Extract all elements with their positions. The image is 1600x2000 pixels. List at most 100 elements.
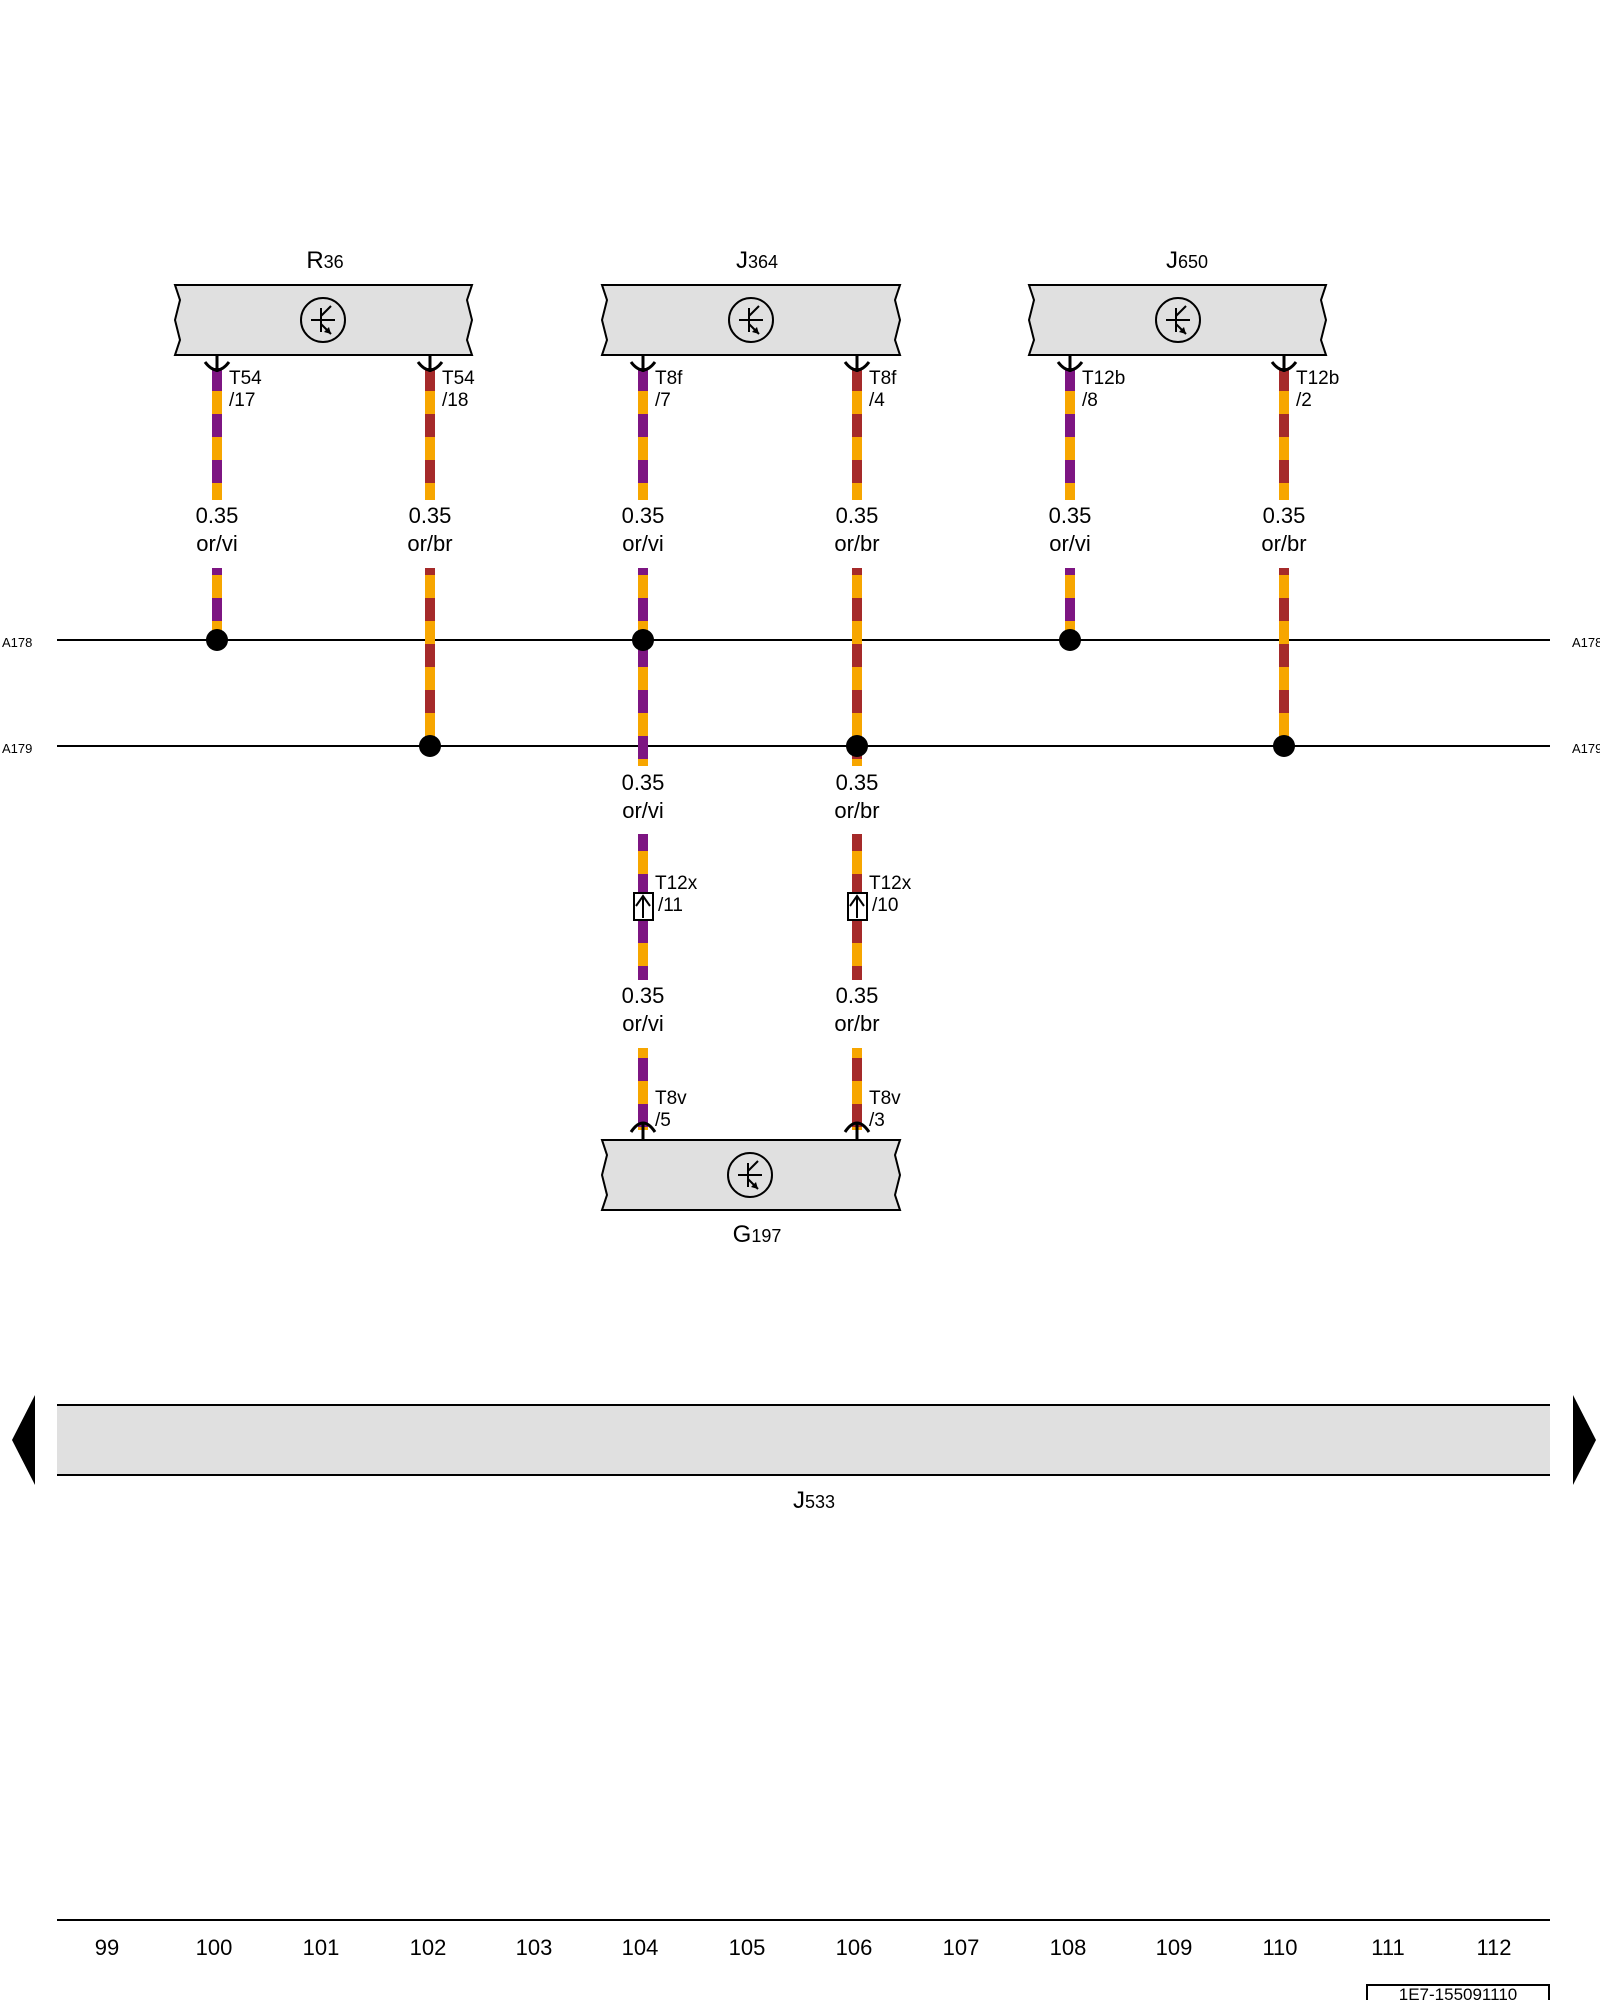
wire-label: 0.35 or/br <box>1261 503 1306 556</box>
control-unit-transistor-icon <box>728 297 774 343</box>
grid-number: 112 <box>1476 1935 1511 1960</box>
svg-text:0.35: 0.35 <box>836 503 879 528</box>
junction-dots <box>206 629 1295 757</box>
svg-text:or/vi: or/vi <box>196 531 238 556</box>
svg-text:or/vi: or/vi <box>622 531 664 556</box>
svg-text:or/vi: or/vi <box>1049 531 1091 556</box>
continue-right-icon <box>1573 1395 1596 1485</box>
pin-label: T8f/7 <box>655 368 683 411</box>
wire-segment-j364-4-bus <box>852 568 862 766</box>
junction-dot <box>206 629 228 651</box>
pin-connector-icons <box>203 356 1298 1140</box>
component-j650: J650 <box>1027 247 1328 356</box>
socket-icon <box>629 1121 657 1133</box>
grid-number: 111 <box>1371 1935 1404 1960</box>
svg-text:or/br: or/br <box>407 531 452 556</box>
pin-label: T54/18 <box>442 368 475 411</box>
grid-number: 99 <box>95 1935 119 1960</box>
component-label: J364 <box>736 247 778 274</box>
svg-text:0.35: 0.35 <box>622 503 665 528</box>
wire-segment-r36-18-bus <box>425 568 435 746</box>
socket-icon <box>843 1121 871 1133</box>
wire-label: 0.35 or/vi <box>622 503 665 556</box>
drawing-reference: 1E7-155091110 <box>1366 1984 1550 2000</box>
svg-text:0.35: 0.35 <box>196 503 239 528</box>
wire-label: 0.35 or/br <box>834 503 879 556</box>
inline-connector-icon <box>847 892 868 921</box>
wire-label: 0.35 or/br <box>407 503 452 556</box>
wire-segment-r36-18-top <box>425 368 435 500</box>
wire-segment-j650-2-top <box>1279 368 1289 500</box>
control-unit-transistor-icon <box>300 297 346 343</box>
wire-segment-j364-7-top <box>638 368 648 500</box>
grid-number: 100 <box>196 1935 233 1960</box>
svg-text:or/br: or/br <box>834 1011 879 1036</box>
bus-label-right: A179 <box>1572 741 1600 756</box>
svg-text:or/br: or/br <box>834 531 879 556</box>
junction-dot <box>632 629 654 651</box>
pin-label: T12x/11 <box>655 873 698 916</box>
junction-dot <box>846 735 868 757</box>
wire-label: 0.35 or/vi <box>196 503 239 556</box>
junction-dot <box>419 735 441 757</box>
bus-label-right: A178 <box>1572 635 1600 650</box>
wire-segment-j364-4-top <box>852 368 862 500</box>
wire-label: 0.35 or/vi <box>1049 503 1092 556</box>
svg-text:0.35: 0.35 <box>836 770 879 795</box>
wire-segment-j650-2-bus <box>1279 568 1289 746</box>
wire-label: 0.35 or/vi <box>622 983 665 1036</box>
svg-text:0.35: 0.35 <box>1263 503 1306 528</box>
junction-dot <box>1273 735 1295 757</box>
pin-labels: T54/17 T54/18 T8f/7 T8f/4 T12b/8 T12b/2 … <box>229 368 1339 1131</box>
svg-text:0.35: 0.35 <box>836 983 879 1008</box>
component-g197: G197 <box>600 1139 902 1248</box>
control-unit-transistor-icon <box>1155 297 1201 343</box>
grid-number: 101 <box>303 1935 340 1960</box>
svg-text:0.35: 0.35 <box>409 503 452 528</box>
svg-text:0.35: 0.35 <box>622 770 665 795</box>
component-label: J650 <box>1166 247 1208 274</box>
pin-label: T12b/2 <box>1296 368 1339 411</box>
wire-segment-j650-8-bus <box>1065 568 1075 640</box>
grid-number: 102 <box>410 1935 447 1960</box>
svg-text:or/br: or/br <box>834 798 879 823</box>
svg-text:0.35: 0.35 <box>622 983 665 1008</box>
component-j533: J533 <box>12 1395 1596 1514</box>
component-label: G197 <box>733 1221 782 1248</box>
inline-connector-icon <box>633 892 654 921</box>
grid-number: 108 <box>1050 1935 1087 1960</box>
component-r36: R36 <box>173 247 474 356</box>
component-label: R36 <box>306 247 343 274</box>
bus-label-left: A179 <box>2 741 32 756</box>
wire-label: 0.35 or/br <box>834 983 879 1036</box>
control-unit-transistor-icon <box>727 1152 773 1198</box>
grid-number: 105 <box>729 1935 766 1960</box>
grid-number: 103 <box>516 1935 553 1960</box>
bus-line-a178: A178 A178 <box>2 635 1600 650</box>
grid-ruler: 99 100 101 102 103 104 105 106 107 108 1… <box>57 1919 1550 1960</box>
wire-segment-r36-17-top <box>212 368 222 500</box>
wire-segment-g197-5 <box>638 1048 648 1130</box>
grid-number: 106 <box>836 1935 873 1960</box>
svg-text:or/vi: or/vi <box>622 798 664 823</box>
continue-left-icon <box>12 1395 35 1485</box>
wire-label: 0.35 or/vi <box>622 770 665 823</box>
component-j364: J364 <box>600 247 902 356</box>
svg-text:or/br: or/br <box>1261 531 1306 556</box>
bus-line-a179: A179 A179 <box>2 741 1600 756</box>
svg-text:0.35: 0.35 <box>1049 503 1092 528</box>
bus-label-left: A178 <box>2 635 32 650</box>
grid-number: 109 <box>1156 1935 1193 1960</box>
pin-label: T8f/4 <box>869 368 897 411</box>
wire-segment-j364-7-bus <box>638 568 648 766</box>
wire-segment-g197-3 <box>852 1048 862 1130</box>
wire-segment-j650-8-top <box>1065 368 1075 500</box>
wire-label: 0.35 or/br <box>834 770 879 823</box>
junction-dot <box>1059 629 1081 651</box>
svg-text:or/vi: or/vi <box>622 1011 664 1036</box>
pin-label: T54/17 <box>229 368 262 411</box>
wire-segment-r36-17-bus <box>212 568 222 640</box>
pin-label: T12b/8 <box>1082 368 1125 411</box>
